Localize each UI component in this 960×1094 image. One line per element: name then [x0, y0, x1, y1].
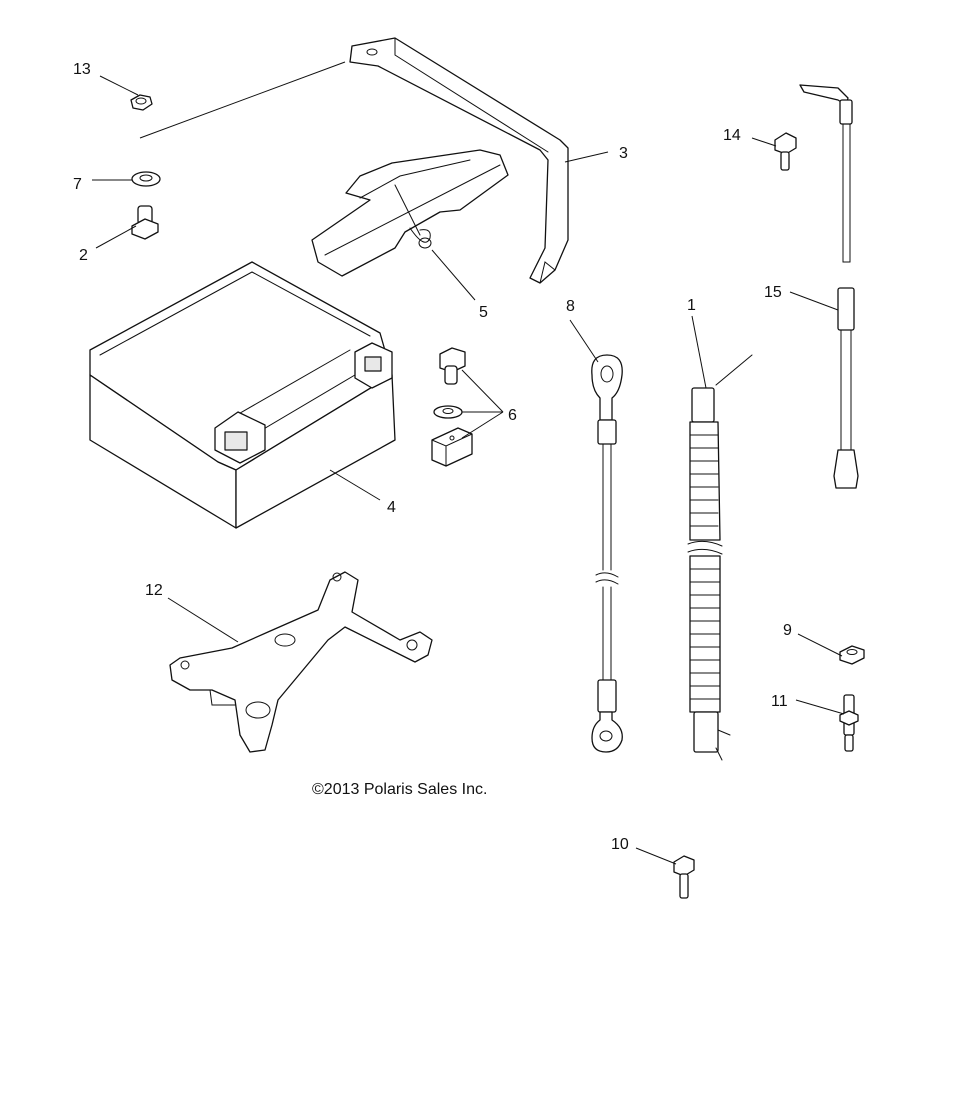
- part-5-bracket: [311, 149, 509, 277]
- callout-1: 1: [687, 297, 696, 314]
- callout-6: 6: [508, 407, 517, 424]
- part-15-rod: [833, 287, 859, 489]
- callout-3: 3: [619, 145, 628, 162]
- leader-lines: [92, 61, 845, 865]
- callout-14: 14: [723, 127, 741, 144]
- part-7-washer: [131, 171, 161, 187]
- callout-12: 12: [145, 582, 163, 599]
- part-6-terminal-hardware: [431, 347, 473, 467]
- part-3-hold-down-strap: [349, 37, 569, 284]
- callout-5: 5: [479, 304, 488, 321]
- part-13-hex-nut: [130, 94, 153, 111]
- callout-15: 15: [764, 284, 782, 301]
- part-11-stud: [839, 694, 859, 752]
- part-14-bolt: [774, 132, 797, 171]
- part-8-ground-cable: [591, 354, 623, 753]
- copyright-text: ©2013 Polaris Sales Inc.: [312, 781, 487, 798]
- callout-13: 13: [73, 61, 91, 78]
- callout-10: 10: [611, 836, 629, 853]
- part-9-nut: [839, 645, 865, 665]
- part-1-positive-cable: [687, 354, 753, 761]
- part-12-battery-tray: [169, 571, 433, 753]
- callout-9: 9: [783, 622, 792, 639]
- callouts: 13 7 2 3 5 4 6 8 1 14 15 12 9 11 10: [73, 61, 792, 853]
- part-2-bolt: [131, 205, 159, 240]
- callout-2: 2: [79, 247, 88, 264]
- part-4-battery: [89, 261, 396, 529]
- callout-7: 7: [73, 176, 82, 193]
- part-10-bolt: [673, 855, 695, 899]
- rod-upper: [799, 84, 853, 263]
- callout-8: 8: [566, 298, 575, 315]
- callout-11: 11: [771, 693, 788, 710]
- callout-4: 4: [387, 499, 396, 516]
